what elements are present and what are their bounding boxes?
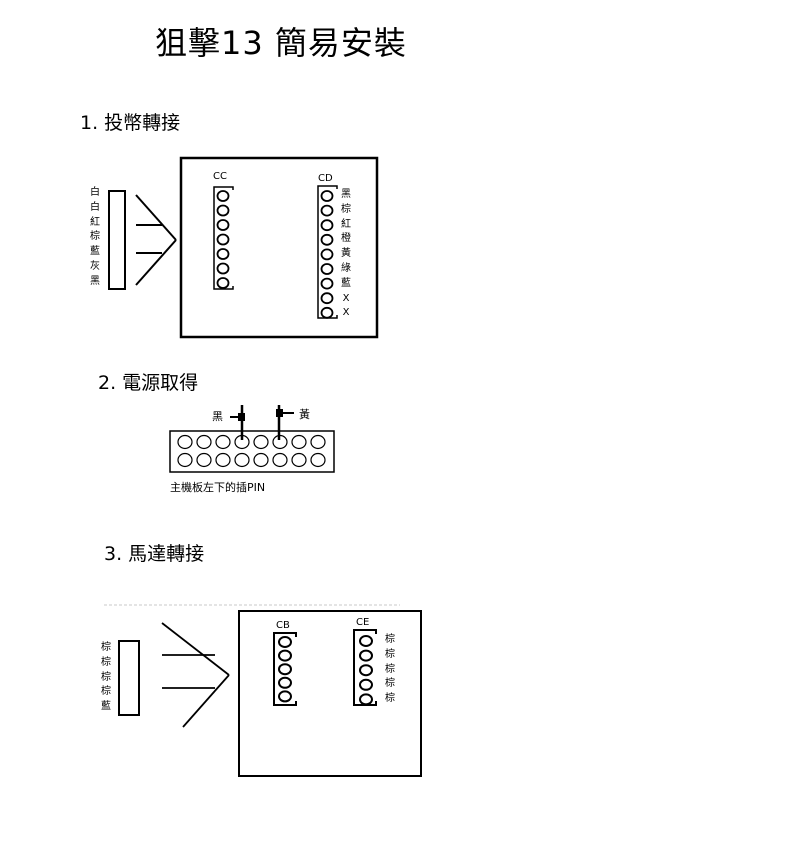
connector-pin: [320, 292, 334, 305]
header-pin: [272, 452, 288, 468]
header-pin: [215, 434, 231, 450]
connector-pin: [320, 248, 334, 261]
connector-cb: [273, 632, 299, 706]
connector-pin: [216, 277, 230, 289]
header-pin: [177, 452, 193, 468]
connector-pin: [359, 635, 373, 647]
connector-pin: [216, 190, 230, 202]
wire-color-label: 棕: [341, 203, 351, 215]
yellow-wire-label: 黃: [299, 408, 310, 421]
connector-cd: [317, 185, 340, 319]
connector-pin: [278, 636, 292, 648]
connector-pin: [320, 204, 334, 217]
connector-pin: [278, 690, 292, 703]
coin-wire-color-list: 白 白 紅 棕 藍 灰 黑: [88, 186, 102, 290]
wire-color-label: 棕: [385, 663, 395, 675]
header-pin: [234, 452, 250, 468]
header-pin: [215, 452, 231, 468]
wire-color-label: 白: [90, 187, 100, 198]
connector-ce-label: CE: [356, 617, 370, 628]
connector-pin: [320, 190, 334, 202]
wire-color-label: 橙: [341, 233, 351, 245]
wire-color-label: 藍: [101, 701, 111, 713]
connector-pin: [320, 233, 334, 246]
connector-pin: [216, 262, 230, 275]
section1-heading: 1. 投幣轉接: [80, 112, 181, 134]
wire-color-label: 白: [90, 201, 100, 213]
black-wire-label: 黑: [212, 410, 223, 423]
connector-pin: [359, 678, 373, 691]
header-pin: [253, 434, 269, 450]
connector-pin: [359, 664, 373, 677]
wire-color-label: 黑: [341, 189, 351, 200]
connector-pin: [320, 277, 334, 290]
connector-cd-label: CD: [318, 173, 333, 184]
wire-color-label: 棕: [385, 634, 395, 645]
connector-pin: [359, 693, 373, 706]
arrow-icon: [135, 194, 177, 286]
wire-color-label: 黑: [90, 275, 100, 287]
connector-pin: [278, 663, 292, 676]
connector-pin: [320, 219, 334, 232]
connector-cb-label: CB: [276, 620, 290, 631]
wire-color-label: 藍: [90, 246, 100, 258]
wire-color-label: 紅: [341, 218, 351, 230]
wire-color-label: 棕: [101, 642, 111, 653]
wire-color-label: 棕: [385, 693, 395, 705]
connector-ce: [353, 629, 379, 706]
wire-color-label: 棕: [90, 231, 100, 243]
header-pin: [196, 452, 212, 468]
wire-color-label: X: [342, 292, 350, 304]
header-pin: [177, 434, 193, 450]
connector-pin: [359, 649, 373, 662]
connector-pin: [320, 263, 334, 275]
wire-color-label: 紅: [90, 216, 100, 228]
wire-color-label: 藍: [341, 277, 351, 289]
header-pin: [310, 452, 326, 468]
connector-pin: [278, 676, 292, 689]
header-pin: [196, 434, 212, 450]
connector-pin: [216, 233, 230, 246]
pin-header-caption: 主機板左下的插PIN: [170, 481, 266, 494]
arrow-icon: [161, 622, 230, 728]
wire-color-label: 黃: [341, 248, 351, 260]
wire-color-label: 綠: [341, 262, 351, 274]
header-pin: [310, 434, 326, 450]
page-title: 狙擊13 簡易安裝: [155, 24, 407, 62]
wire-color-label: X: [342, 307, 350, 319]
yellow-wire-probe: [276, 405, 294, 440]
motor-wire-color-list: 棕 棕 棕 棕 藍: [99, 641, 113, 715]
connector-cc-label: CC: [213, 171, 227, 182]
wire-color-label: 棕: [385, 678, 395, 690]
wire-color-label: 棕: [101, 686, 111, 698]
motor-wire-plug: [118, 640, 140, 716]
header-pin: [253, 452, 269, 468]
connector-pin: [320, 306, 334, 319]
connector-pin: [216, 248, 230, 260]
pin-header: [169, 430, 335, 473]
header-pin: [291, 434, 307, 450]
connector-cc: [213, 186, 237, 290]
coin-wire-plug: [108, 190, 126, 290]
cd-wire-color-list: 黑 棕 紅 橙 黃 綠 藍 X X: [339, 188, 353, 321]
connector-pin: [216, 204, 230, 217]
header-pin: [291, 452, 307, 468]
board-outline-1: [179, 156, 379, 339]
ce-wire-color-list: 棕 棕 棕 棕 棕: [383, 633, 397, 707]
connector-pin: [216, 219, 230, 231]
wire-color-label: 棕: [385, 648, 395, 660]
board-outline-2: [238, 610, 422, 777]
wire-color-label: 棕: [101, 656, 111, 668]
wire-color-label: 棕: [101, 671, 111, 683]
black-wire-probe: [230, 405, 245, 440]
section2-heading: 2. 電源取得: [98, 372, 199, 394]
section3-heading: 3. 馬達轉接: [104, 543, 205, 565]
wire-color-label: 灰: [90, 260, 100, 272]
connector-pin: [278, 649, 292, 662]
